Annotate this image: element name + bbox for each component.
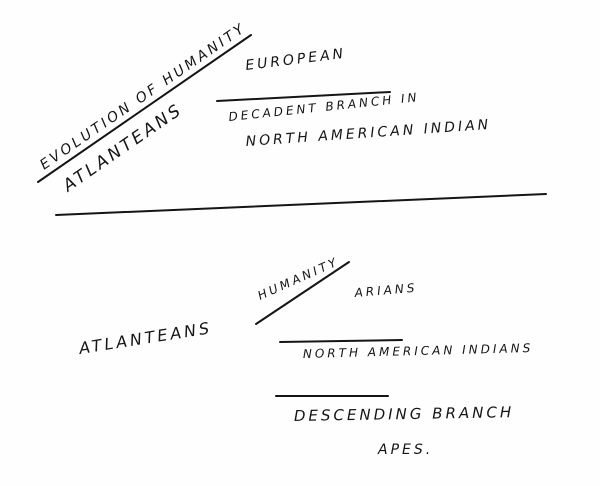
top-diagonal-label: EVOLUTION OF HUMANITY [37, 20, 249, 173]
bottom-diagram: ATLANTEANS HUMANITY ARIANS NORTH AMERICA… [77, 254, 534, 458]
bottom-north-american-indians-label: NORTH AMERICAN INDIANS [303, 341, 534, 361]
bottom-atlanteans-label: ATLANTEANS [77, 318, 214, 358]
bottom-descending-line2: APES. [377, 442, 433, 458]
bottom-diagonal-line [255, 261, 350, 325]
top-decadent-line2: NORTH AMERICAN INDIAN [245, 117, 491, 150]
top-european-label: EUROPEAN [245, 46, 347, 74]
top-branch-line [216, 91, 391, 102]
top-diagram: EVOLUTION OF HUMANITY ATLANTEANS EUROPEA… [37, 20, 492, 197]
bottom-descending-line1: DESCENDING BRANCH [294, 403, 515, 425]
top-diagonal-line [37, 34, 252, 183]
bottom-branch-line-1 [279, 339, 403, 343]
bottom-arians-label: ARIANS [353, 281, 418, 301]
separator-line [55, 193, 547, 216]
